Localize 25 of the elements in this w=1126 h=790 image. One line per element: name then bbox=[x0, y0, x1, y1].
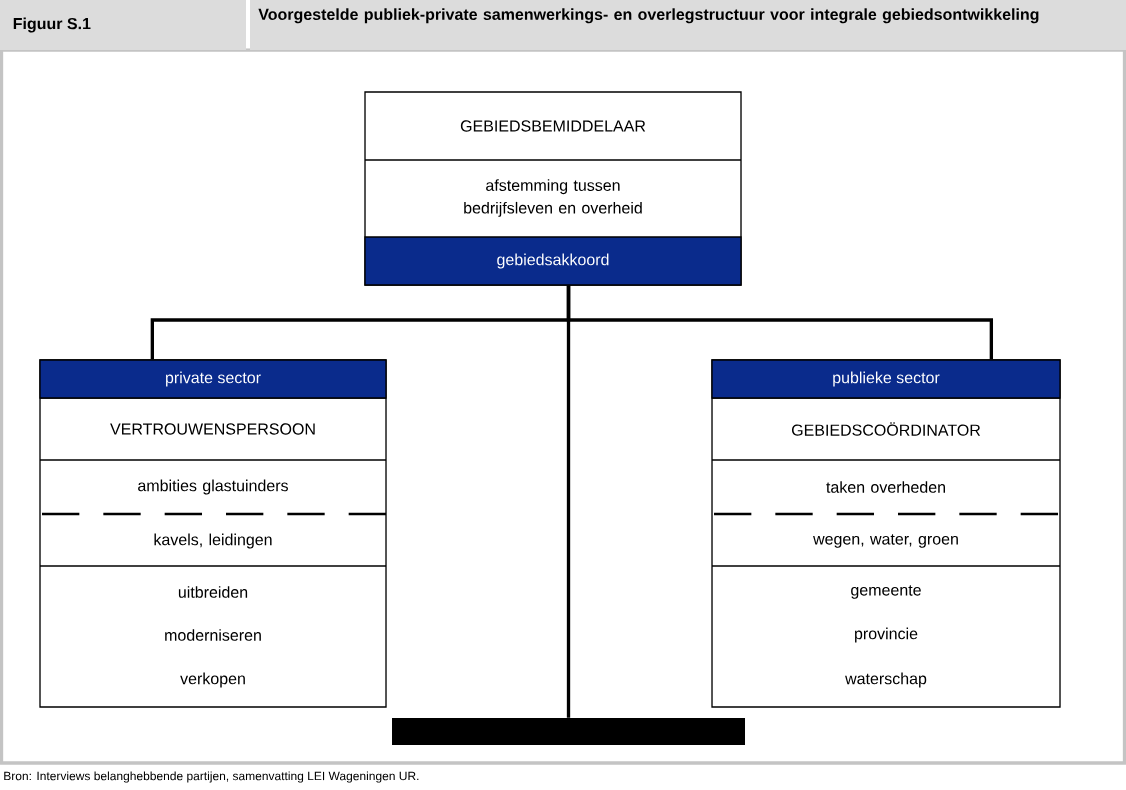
role-title: GEBIEDSBEMIDDELAAR bbox=[460, 120, 646, 132]
role-box bbox=[39, 359, 387, 708]
sector-band: private sector bbox=[39, 359, 387, 399]
box-text: kavels, leidingen bbox=[154, 533, 272, 549]
title-cell: Voorgestelde publiek-private samenwerkings- en overlegstructuur voor integrale gebiedsontwikkeling bbox=[250, 0, 1126, 50]
source-note: Bron: Interviews belanghebbende partijen, samenvatting LEI Wageningen UR. bbox=[4, 771, 419, 783]
base-bar bbox=[392, 718, 745, 745]
box-text: waterschap bbox=[845, 672, 927, 688]
box-text: ambities glastuinders bbox=[138, 479, 288, 495]
box-text: taken overheden bbox=[826, 481, 945, 493]
box-text: afstemming tussen bedrijfsleven en overheid bbox=[464, 179, 642, 217]
box-text: moderniseren bbox=[165, 629, 261, 641]
box-text: gemeente bbox=[851, 585, 921, 599]
sector-band: gebiedsakkoord bbox=[364, 236, 742, 286]
sector-band: publieke sector bbox=[711, 359, 1061, 399]
role-title: VERTROUWENSPERSOON bbox=[110, 423, 315, 435]
role-box bbox=[364, 91, 742, 286]
box-text: provincie bbox=[855, 627, 918, 643]
box-text: wegen, water, groen bbox=[813, 534, 958, 548]
connector-line bbox=[566, 285, 571, 718]
role-title: GEBIEDSCOÖRDINATOR bbox=[792, 422, 981, 436]
box-text: uitbreiden bbox=[178, 586, 248, 598]
box-text: verkopen bbox=[180, 672, 245, 688]
figure-number-cell: Figuur S.1 bbox=[0, 0, 246, 50]
role-box bbox=[711, 359, 1061, 708]
